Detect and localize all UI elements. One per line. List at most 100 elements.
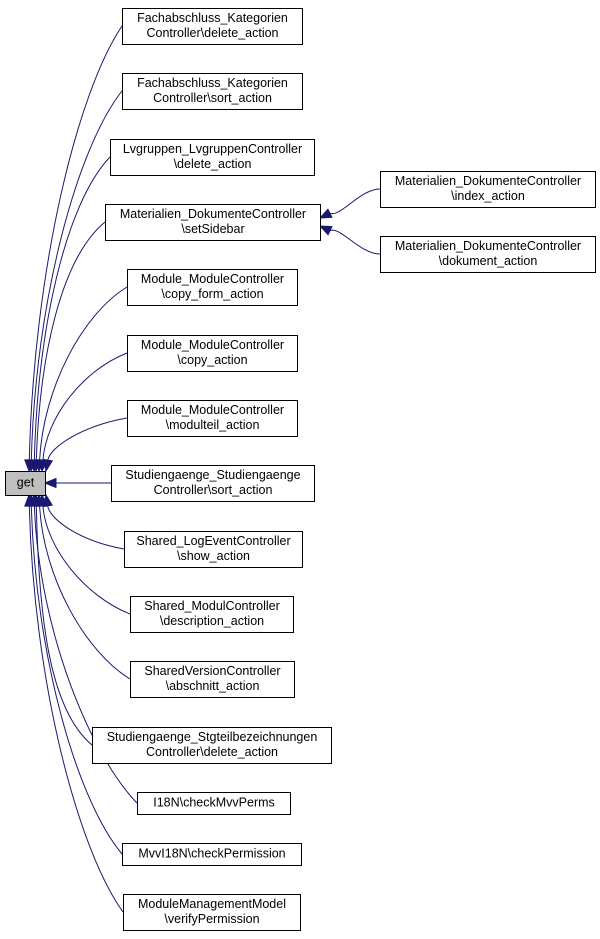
edge-line (39, 286, 128, 461)
edge-arrowhead (318, 208, 333, 219)
edge-line (329, 229, 381, 255)
node-n13[interactable]: I18N\checkMvvPerms (137, 792, 291, 815)
edge-line (42, 352, 128, 461)
edge-n8-to-get (43, 477, 112, 489)
edge-n2-to-get (26, 90, 123, 473)
node-box (122, 843, 302, 866)
node-label: Materialien_DokumenteController (395, 174, 581, 188)
node-label: get (17, 476, 35, 490)
node-n12[interactable]: Studiengaenge_StgteilbezeichnungenContro… (92, 727, 332, 764)
node-box (130, 661, 295, 698)
node-n9[interactable]: Shared_LogEventController\show_action (124, 531, 303, 568)
edge-line (33, 505, 138, 804)
edge-n11-to-get (34, 493, 131, 680)
node-label: Materialien_DokumenteController (395, 239, 581, 253)
node-n7[interactable]: Module_ModuleController\modulteil_action (127, 400, 298, 437)
node-label: \modulteil_action (166, 418, 260, 432)
edge-n7-to-get (42, 417, 128, 473)
node-label: Controller\sort_action (154, 483, 273, 497)
edge-n6-to-get (37, 352, 128, 473)
node-box (5, 471, 46, 496)
edge-arrowhead (318, 225, 333, 236)
node-label: Module_ModuleController (141, 338, 284, 352)
node-label: MvvI18N\checkPermission (138, 847, 285, 861)
node-label: Controller\sort_action (153, 91, 272, 105)
node-n6[interactable]: Module_ModuleController\copy_action (127, 335, 298, 372)
node-label: ModuleManagementModel (138, 897, 286, 911)
edge-n15-to-get (24, 493, 124, 913)
node-label: Shared_LogEventController (136, 534, 290, 548)
node-box (127, 400, 298, 437)
node-box (124, 531, 303, 568)
node-label: \verifyPermission (164, 912, 259, 926)
edge-n16-to-n4 (318, 188, 381, 219)
node-label: Module_ModuleController (141, 403, 284, 417)
node-n16[interactable]: Materialien_DokumenteController\index_ac… (380, 171, 596, 208)
edge-line (329, 188, 381, 215)
edge-n9-to-get (42, 493, 125, 550)
node-n3[interactable]: Lvgruppen_LvgruppenController\delete_act… (110, 139, 315, 176)
edge-n10-to-get (37, 493, 131, 615)
node-label: Controller\delete_action (146, 26, 278, 40)
root-node-get[interactable]: get (5, 471, 46, 496)
edge-line (28, 25, 123, 461)
node-label: \setSidebar (181, 222, 244, 236)
node-label: Module_ModuleController (141, 272, 284, 286)
node-n4[interactable]: Materialien_DokumenteController\setSideb… (105, 204, 321, 241)
edge-line (35, 221, 106, 461)
node-label: \dokument_action (439, 254, 538, 268)
node-label: Studiengaenge_Studiengaenge (125, 468, 300, 482)
node-n8[interactable]: Studiengaenge_StudiengaengeController\so… (111, 465, 315, 502)
node-n5[interactable]: Module_ModuleController\copy_form_action (127, 269, 298, 306)
edge-arrowhead (24, 493, 35, 507)
node-label: \abschnitt_action (166, 679, 260, 693)
node-box (122, 8, 303, 45)
edge-line (39, 505, 131, 680)
edge-n17-to-n4 (318, 225, 381, 255)
node-label: SharedVersionController (144, 664, 280, 678)
node-label: \delete_action (174, 157, 252, 171)
edges-layer (24, 25, 381, 913)
node-box (111, 465, 315, 502)
node-n10[interactable]: Shared_ModulController\description_actio… (130, 596, 294, 633)
node-box (380, 236, 596, 273)
node-label: \description_action (160, 614, 264, 628)
node-label: Fachabschluss_Kategorien (137, 11, 288, 25)
edge-line (30, 90, 123, 461)
edge-line (30, 505, 123, 855)
node-label: Lvgruppen_LvgruppenController (123, 142, 302, 156)
node-label: Shared_ModulController (144, 599, 280, 613)
nodes-layer: getFachabschluss_KategorienController\de… (5, 8, 596, 931)
edge-line (28, 505, 124, 913)
edge-line (33, 156, 111, 461)
node-label: Materialien_DokumenteController (120, 207, 306, 221)
edge-line (42, 505, 131, 615)
node-label: \index_action (451, 189, 525, 203)
edge-line (47, 505, 125, 550)
node-n15[interactable]: ModuleManagementModel\verifyPermission (123, 894, 301, 931)
edge-line (47, 417, 128, 461)
node-n11[interactable]: SharedVersionController\abschnitt_action (130, 661, 295, 698)
node-n14[interactable]: MvvI18N\checkPermission (122, 843, 302, 866)
node-label: Studiengaenge_Stgteilbezeichnungen (107, 730, 318, 744)
edge-arrowhead (42, 458, 54, 473)
node-box (110, 139, 315, 176)
node-box (137, 792, 291, 815)
node-n2[interactable]: Fachabschluss_KategorienController\sort_… (122, 73, 303, 110)
node-box (380, 171, 596, 208)
node-box (127, 269, 298, 306)
edge-arrowhead (43, 477, 57, 489)
node-box (92, 727, 332, 764)
node-label: \show_action (177, 549, 250, 563)
node-box (123, 894, 301, 931)
node-box (127, 335, 298, 372)
node-label: I18N\checkMvvPerms (153, 796, 275, 810)
node-label: \copy_action (177, 353, 247, 367)
node-label: \copy_form_action (161, 287, 263, 301)
node-n1[interactable]: Fachabschluss_KategorienController\delet… (122, 8, 303, 45)
node-box (130, 596, 294, 633)
node-label: Fachabschluss_Kategorien (137, 76, 288, 90)
node-box (122, 73, 303, 110)
node-n17[interactable]: Materialien_DokumenteController\dokument… (380, 236, 596, 273)
